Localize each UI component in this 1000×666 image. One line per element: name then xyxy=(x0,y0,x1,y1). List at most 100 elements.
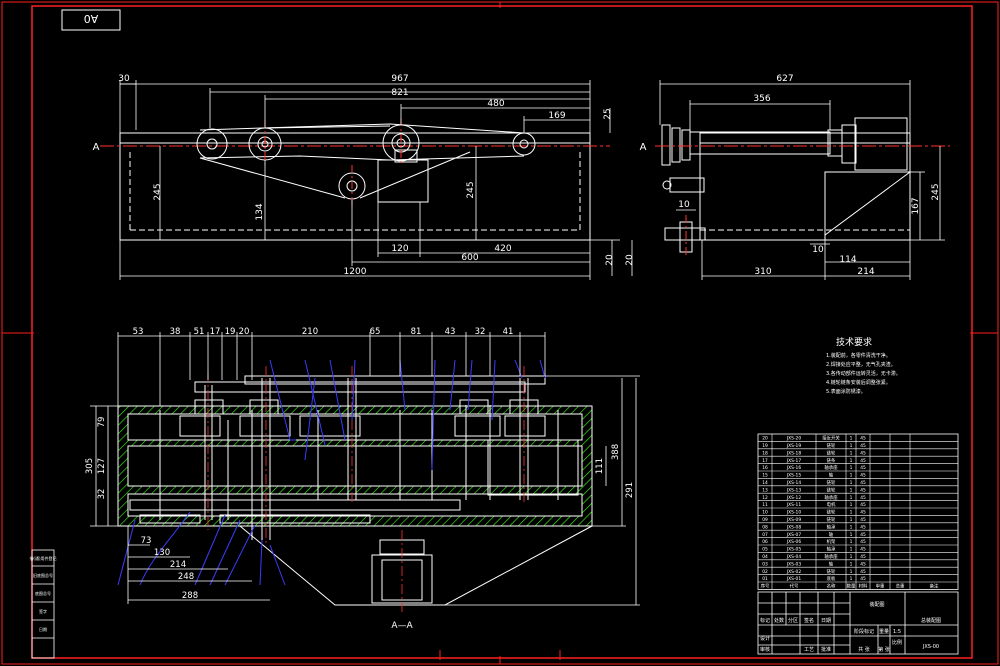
motor-section-inner xyxy=(381,559,423,601)
bom-header-cell: 代号 xyxy=(790,583,799,590)
bom-cell: 45 xyxy=(860,473,866,479)
bom-cell: 1 xyxy=(850,495,853,501)
bom-cell: JXS-10 xyxy=(786,510,801,516)
bom-cell: 1 xyxy=(850,569,853,575)
dim-text: 245 xyxy=(466,181,476,198)
dim-text: 32 xyxy=(475,327,486,337)
bom-cell: 1 xyxy=(850,450,853,456)
left-stamp-text: 借(通)用件登记 旧底图总号 底图总号 签字 日期 xyxy=(29,555,56,632)
motor-body xyxy=(854,117,908,171)
title-block-frame xyxy=(757,591,959,655)
sprocket-4 xyxy=(512,132,536,156)
chain-tension-left xyxy=(199,157,346,199)
frame-body xyxy=(119,132,591,241)
inner-border xyxy=(31,5,973,659)
dim-text: 81 xyxy=(411,327,422,337)
sprocket-rim xyxy=(196,128,228,160)
bom-cell: 底板 xyxy=(827,575,836,582)
section-title: A—A xyxy=(391,621,413,631)
leader xyxy=(304,359,326,446)
left-stamp-frame xyxy=(31,549,55,659)
bom-frame xyxy=(757,433,959,590)
dim-text: 600 xyxy=(461,253,478,263)
bom-cell: 45 xyxy=(860,450,866,456)
shaft-upper xyxy=(244,375,546,385)
bom-cell: 链轮 xyxy=(827,449,836,456)
stamp-cell: 旧底图总号 xyxy=(33,572,53,578)
foot xyxy=(664,227,706,241)
motor-box xyxy=(377,159,429,203)
leader xyxy=(467,359,473,411)
notes-title: 技术要求 xyxy=(836,336,872,348)
part-name: 装配图 xyxy=(869,601,884,608)
bom-cell: 电机 xyxy=(827,501,836,508)
leader xyxy=(329,359,346,441)
leader xyxy=(431,359,436,471)
sprocket-hub xyxy=(519,139,529,149)
motor-flange xyxy=(841,124,857,164)
dim-text: 310 xyxy=(754,267,771,277)
dim-text: 43 xyxy=(445,327,456,337)
leader xyxy=(139,511,191,586)
chain-top-run xyxy=(264,125,391,129)
bom-header-cell: 单重 xyxy=(876,583,885,590)
chain-lower xyxy=(199,155,525,161)
bom-cell: 机架 xyxy=(827,538,836,545)
gusset xyxy=(824,171,912,236)
dim-text: 114 xyxy=(839,255,856,265)
shaft-block xyxy=(504,415,546,437)
title-label: 分区 xyxy=(788,617,798,624)
bom-cell: JXS-15 xyxy=(786,473,801,479)
drawing-code: JXS-00 xyxy=(922,644,939,650)
title-block xyxy=(757,591,959,655)
dim-text: 32 xyxy=(97,489,107,500)
bom-cell: 1 xyxy=(850,517,853,523)
bom-cell: 02 xyxy=(762,569,768,575)
bom-cell: 1 xyxy=(850,443,853,449)
title-label: 工艺 xyxy=(804,647,814,653)
dim-text: 73 xyxy=(141,536,152,546)
title-label: 日期 xyxy=(821,618,831,624)
bom-cell: JXS-14 xyxy=(786,480,801,486)
bom-cell: 03 xyxy=(762,561,768,567)
bom-cell: 45 xyxy=(860,524,866,530)
bom-cell: 1 xyxy=(850,547,853,553)
bom-cell: JXS-08 xyxy=(786,524,801,530)
shaft-upper xyxy=(194,381,526,393)
bom-cell: 45 xyxy=(860,547,866,553)
bom-cell: 19 xyxy=(762,443,768,449)
bom-header-cell: 备注 xyxy=(930,583,939,590)
bom-cell: 轴承座 xyxy=(824,464,838,471)
scale: 1:5 xyxy=(893,629,901,635)
leader xyxy=(269,359,296,441)
bom-cell: JXS-01 xyxy=(786,576,801,582)
bom-cell: 14 xyxy=(762,480,768,486)
dim-text: 111 xyxy=(595,458,605,474)
leader xyxy=(514,359,523,379)
bom-cell: JXS-03 xyxy=(786,561,801,567)
bom-cell: JXS-13 xyxy=(786,487,801,493)
section-marker: A xyxy=(93,142,100,153)
title-label: 审核 xyxy=(760,646,770,653)
technical-notes: 技术要求 1.装配前，各零件清洗干净。 2.焊接处应平整，无气孔夹渣。 3.各传… xyxy=(826,336,901,395)
bracket xyxy=(669,177,705,193)
pillow-block xyxy=(509,399,539,415)
dim-text: 25 xyxy=(603,108,613,119)
bom-cell: 17 xyxy=(762,458,768,464)
bom-cell: 1 xyxy=(850,487,853,493)
title-label: 共 张 xyxy=(858,646,870,653)
bottom-plate xyxy=(219,514,371,524)
dim-text: 305 xyxy=(85,458,95,474)
bom-cell: 45 xyxy=(860,539,866,545)
sprocket-disc-3 xyxy=(681,129,691,161)
section-internals xyxy=(129,375,593,606)
leader xyxy=(449,359,456,411)
sprocket-disc-1 xyxy=(661,124,671,166)
right-plate xyxy=(487,439,579,496)
bom-cell: 1 xyxy=(850,502,853,508)
bom-cell: 08 xyxy=(762,524,768,530)
dim-text: 20 xyxy=(605,254,615,266)
bom-cell: JXS-11 xyxy=(786,502,801,508)
bom-cell: 12 xyxy=(762,495,768,501)
